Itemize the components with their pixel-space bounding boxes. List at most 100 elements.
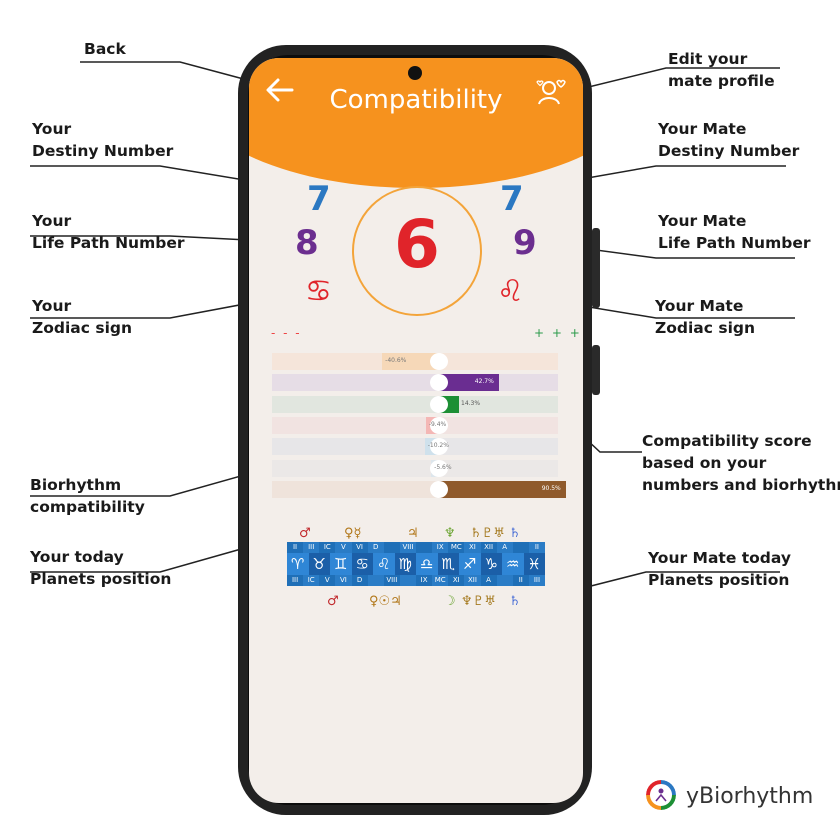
- your-destiny-number: 7: [307, 179, 331, 219]
- house-label: III: [287, 575, 304, 586]
- mate-planet-outer: ♆♇♅: [461, 594, 496, 609]
- zodiac-sign-icon: ♌: [373, 553, 395, 575]
- your-planet-saturn: ♄: [509, 526, 521, 541]
- house-label: [367, 575, 384, 586]
- house-label: V: [319, 575, 336, 586]
- mate-planet-venus-sun-jupiter: ♀☉♃: [369, 594, 402, 609]
- house-label: VI: [351, 542, 368, 553]
- mate-planet-saturn: ♄: [509, 594, 521, 609]
- edit-mate-profile-icon[interactable]: [535, 76, 567, 106]
- house-label: A: [480, 575, 497, 586]
- compatibility-score: 6: [394, 206, 440, 283]
- your-planet-venus-mercury: ♀☿: [344, 526, 362, 541]
- house-label: II: [528, 542, 545, 553]
- house-label: III: [528, 575, 545, 586]
- zodiac-sign-icon: ♎: [416, 553, 438, 575]
- house-label: [496, 575, 513, 586]
- your-life-path-number: 8: [295, 223, 319, 263]
- biorhythm-bar-3: 14.3%: [272, 395, 558, 413]
- biorhythm-cycle-icon: [430, 395, 448, 413]
- biorhythm-bar-fill: [382, 353, 439, 370]
- zodiac-sign-icon: ♑: [480, 553, 502, 575]
- zodiac-sign-icon: ♒: [502, 553, 524, 575]
- house-label: IC: [303, 575, 320, 586]
- zodiac-sign-icon: ♏: [437, 553, 459, 575]
- house-label: VI: [335, 575, 352, 586]
- your-zodiac-cancer-icon: ♋: [305, 274, 332, 309]
- house-label: XI: [464, 542, 481, 553]
- power-button: [592, 345, 600, 395]
- plus-legend: + + +: [534, 326, 582, 340]
- your-planets-row: ♂ ♀☿ ♃ ♆ ♄♇♅ ♄: [287, 526, 545, 541]
- house-label: IX: [432, 542, 449, 553]
- your-planet-neptune: ♆: [444, 526, 456, 541]
- biorhythm-bar-1: -40.6%: [272, 353, 558, 370]
- front-camera: [408, 66, 422, 80]
- biorhythm-bar-4: -9.4%: [272, 416, 558, 434]
- score-ring: [352, 186, 482, 316]
- house-label: IC: [319, 542, 336, 553]
- house-label: [399, 575, 416, 586]
- biorhythm-bar-label: 90.5%: [541, 484, 561, 492]
- biorhythm-bar-5: -10.2%: [272, 438, 558, 456]
- house-label: V: [335, 542, 352, 553]
- zodiac-signs-row: ♈♉♊♋♌♍♎♏♐♑♒♓: [287, 553, 545, 575]
- biorhythm-bar-label: -9.4%: [428, 420, 447, 428]
- biorhythm-bar-label: -40.6%: [385, 357, 407, 364]
- biorhythm-bar-label: 42.7%: [474, 378, 494, 386]
- page-title: Compatibility: [329, 85, 503, 115]
- house-label: XI: [448, 575, 465, 586]
- zodiac-sign-icon: ♐: [459, 553, 481, 575]
- house-label: MC: [432, 575, 449, 586]
- house-label: [512, 542, 529, 553]
- house-label: III: [303, 542, 320, 553]
- house-label: [383, 542, 400, 553]
- house-label: D: [351, 575, 368, 586]
- zodiac-sign-icon: ♓: [523, 553, 545, 575]
- house-label: D: [367, 542, 384, 553]
- zodiac-sign-icon: ♍: [394, 553, 416, 575]
- house-label: IX: [416, 575, 433, 586]
- minus-legend: - - -: [271, 326, 302, 340]
- your-planet-jupiter: ♃: [407, 526, 419, 541]
- your-planet-outer: ♄♇♅: [470, 526, 505, 541]
- label-back: Back: [84, 40, 126, 58]
- biorhythm-bar-2: 42.7%: [272, 374, 558, 392]
- biorhythm-cycle-icon: [430, 480, 448, 498]
- your-planet-mars: ♂: [299, 526, 311, 541]
- app-screen: Compatibility 7 7 8 9 ♋ ♌ 6 - - - + + + …: [249, 58, 583, 803]
- house-label: VIII: [399, 542, 416, 553]
- zodiac-sign-icon: ♋: [351, 553, 373, 575]
- mate-life-path-number: 9: [513, 223, 537, 263]
- biorhythm-bar-7: 90.5%: [272, 480, 566, 498]
- biorhythm-bar-6: -5.6%: [272, 459, 558, 477]
- biorhythm-cycle-icon: [430, 353, 448, 370]
- house-label: VIII: [383, 575, 400, 586]
- zodiac-sign-icon: ♉: [308, 553, 330, 575]
- biorhythm-cycle-icon: [430, 459, 448, 477]
- house-label: II: [287, 542, 304, 553]
- mate-planets-row: ♂ ♀☉♃ ☽ ♆♇♅ ♄: [287, 594, 545, 609]
- biorhythm-bar-label: -5.6%: [434, 463, 452, 471]
- house-label: XII: [464, 575, 481, 586]
- biorhythm-cycle-icon: [430, 438, 448, 456]
- mate-planet-mars: ♂: [327, 594, 339, 609]
- brand-name: yBiorhythm: [686, 784, 814, 809]
- biorhythm-cycle-icon: [430, 416, 448, 434]
- back-arrow-icon[interactable]: [264, 76, 296, 104]
- house-label: XII: [480, 542, 497, 553]
